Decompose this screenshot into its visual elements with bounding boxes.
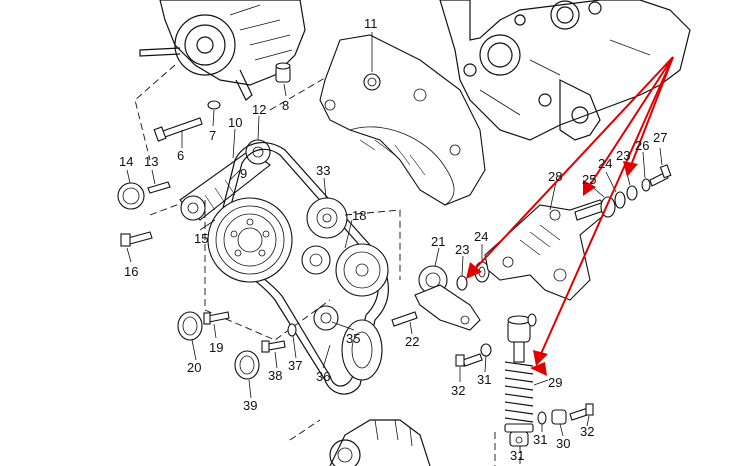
callout-10: 10 <box>228 115 242 130</box>
small-idler-pulley <box>301 245 331 275</box>
part-37-washer <box>287 323 297 337</box>
guide-line-damper-lower <box>494 432 521 466</box>
guide-line-tensioner <box>269 74 331 111</box>
part-35-pulley <box>313 305 339 331</box>
callout-38: 38 <box>268 368 282 383</box>
part-18-pulley <box>335 243 389 297</box>
part-33-idler-pulley <box>306 197 348 239</box>
part-13-bolt <box>147 181 171 194</box>
callout-31-bottom: 31 <box>510 448 524 463</box>
part-27-bolt <box>649 164 672 187</box>
part-31-washer-top <box>527 313 537 327</box>
callout-32-lower: 32 <box>580 424 594 439</box>
callout-24-upper: 24 <box>598 156 612 171</box>
part-23-bushing <box>456 275 468 291</box>
part-39-cap <box>234 350 260 380</box>
red-arrowhead-2 <box>583 180 596 196</box>
part-19-bolt <box>203 311 230 325</box>
callout-14: 14 <box>119 154 133 169</box>
part-30-sleeve <box>551 409 567 425</box>
part-22-bolt <box>391 311 418 327</box>
callout-24-lower: 24 <box>474 229 488 244</box>
callout-8: 8 <box>282 98 289 113</box>
part-14-cap <box>117 182 145 210</box>
guide-line-alternator <box>134 64 176 161</box>
callout-7: 7 <box>209 128 216 143</box>
callout-21: 21 <box>431 234 445 249</box>
red-arrowhead-3 <box>623 161 638 177</box>
callout-15: 15 <box>194 231 208 246</box>
red-arrowhead-1 <box>466 262 482 279</box>
callout-6: 6 <box>177 148 184 163</box>
callout-18: 18 <box>352 208 366 223</box>
part-7-washer <box>207 100 221 110</box>
callout-37: 37 <box>288 358 302 373</box>
callout-33: 33 <box>316 163 330 178</box>
callout-36: 36 <box>316 369 330 384</box>
part-24-washer <box>614 191 626 209</box>
red-arrowhead-4 <box>533 350 548 366</box>
callout-29: 29 <box>548 375 562 390</box>
part-11-belt-cover <box>319 34 486 206</box>
callout-9: 9 <box>240 166 247 181</box>
guide-line-compressor <box>289 419 321 441</box>
callout-31-lower: 31 <box>533 432 547 447</box>
callout-16: 16 <box>124 264 138 279</box>
part-32-bolt-lower <box>569 403 594 421</box>
callout-31-upper: 31 <box>477 372 491 387</box>
ac-compressor <box>329 419 431 466</box>
part-15-pulley <box>179 139 271 221</box>
callout-25: 25 <box>582 172 596 187</box>
crankshaft-pulley <box>207 197 293 283</box>
callout-26: 26 <box>635 138 649 153</box>
red-arrowhead-5 <box>530 362 547 376</box>
callout-30: 30 <box>556 436 570 451</box>
part-26-washer <box>641 178 651 192</box>
callout-35: 35 <box>346 331 360 346</box>
part-38-bolt <box>261 340 286 353</box>
part-29-damper <box>504 315 534 447</box>
callout-22: 22 <box>405 334 419 349</box>
callout-23-lower: 23 <box>455 242 469 257</box>
part-6-bolt <box>153 117 203 142</box>
callout-27: 27 <box>653 130 667 145</box>
callout-28: 28 <box>548 169 562 184</box>
callout-19: 19 <box>209 340 223 355</box>
part-31-washer-upper <box>480 343 492 357</box>
callout-13: 13 <box>144 154 158 169</box>
part-36-pulley <box>341 319 383 381</box>
callout-39: 39 <box>243 398 257 413</box>
part-20-cap <box>177 311 203 341</box>
leader-lines <box>126 32 663 437</box>
part-21-tensioner-arm <box>414 265 481 331</box>
part-16-bolt <box>120 231 153 247</box>
callout-11: 11 <box>364 16 378 31</box>
part-31-washer-lower <box>537 411 547 425</box>
part-23-sleeve <box>626 185 638 201</box>
engine-block <box>439 0 691 141</box>
part-32-bolt-upper <box>455 353 483 367</box>
alternator <box>139 0 306 101</box>
guide-box-crank <box>204 200 401 341</box>
callout-12: 12 <box>252 102 266 117</box>
part-28-bracket <box>484 199 611 301</box>
callout-32-upper: 32 <box>451 383 465 398</box>
callout-23-upper: 23 <box>616 148 630 163</box>
callout-20: 20 <box>187 360 201 375</box>
red-annotation-arrows <box>466 56 674 376</box>
part-8-sleeve <box>275 62 291 83</box>
callout-labels: 11 8 12 10 7 6 14 13 9 33 18 15 16 28 24… <box>119 16 667 463</box>
